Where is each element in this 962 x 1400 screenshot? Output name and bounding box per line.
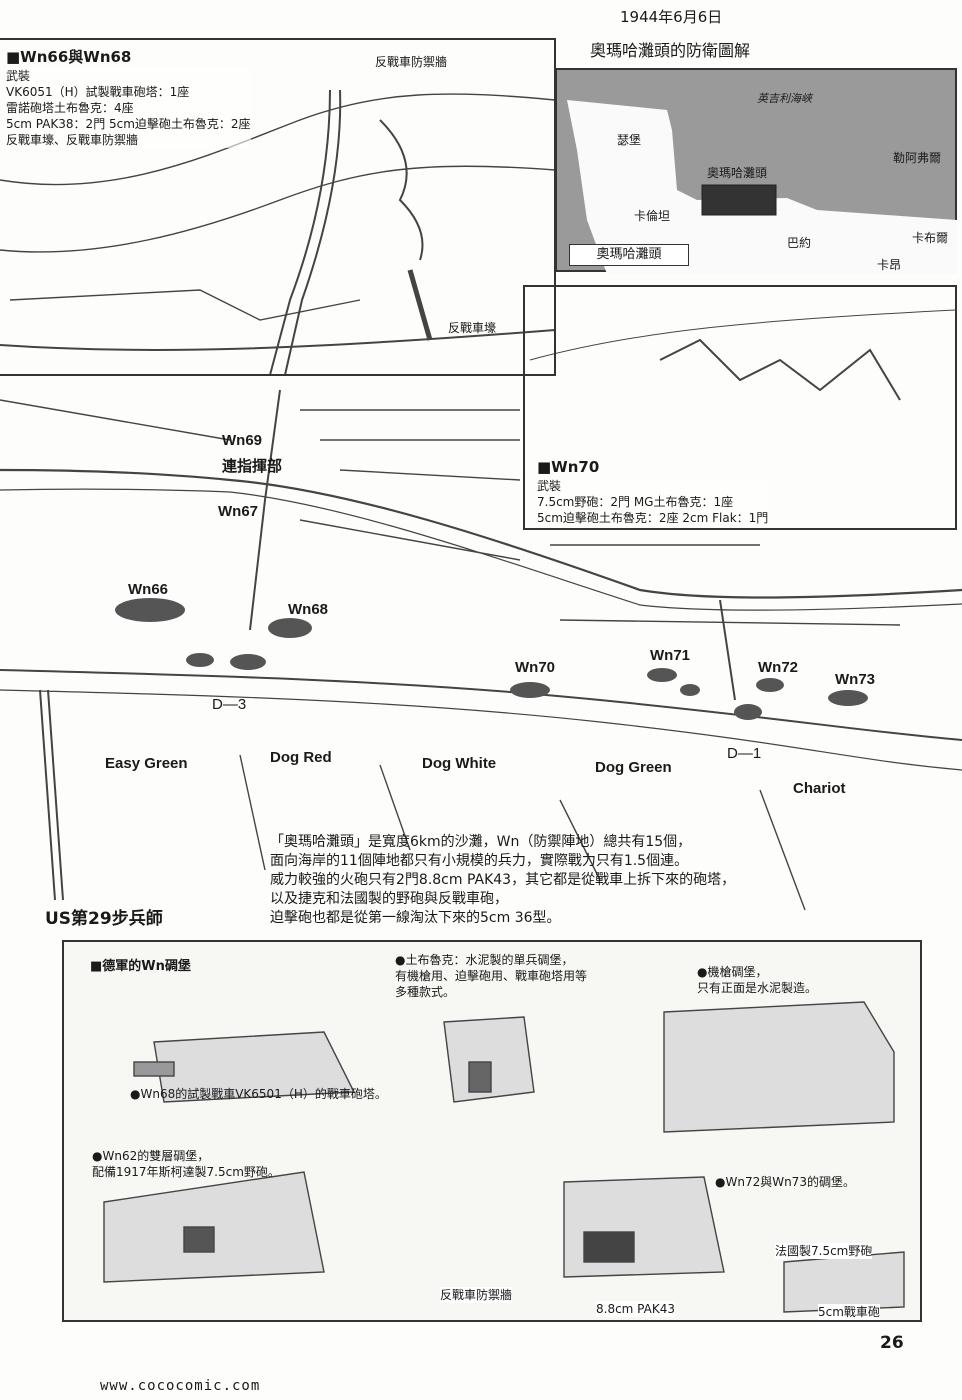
armament-line: 反戰車壕、反戰車防禦牆 (6, 133, 139, 147)
locator-map: 英吉利海峽 瑟堡 勒阿弗爾 奧瑪哈灘頭 卡倫坦 巴約 卡布爾 卡昂 奧瑪哈灘頭 (555, 68, 957, 274)
label-5cm-gun: 5cm戰車砲 (818, 1304, 880, 1320)
place-label: 卡布爾 (912, 231, 949, 245)
label-wn67: Wn67 (218, 503, 259, 520)
footer-watermark: www.cococomic.com (100, 1378, 261, 1394)
beach-chariot: Chariot (793, 780, 846, 797)
caption-line: 多種款式。 (395, 985, 456, 999)
label-wn71: Wn71 (650, 647, 691, 664)
exit-d3: D—3 (212, 696, 247, 713)
armament-line: 5cm PAK38：2門 5cm迫擊砲土布魯克：2座 (6, 117, 251, 131)
caption-tobruk: ●土布魯克：水泥製的單兵碉堡， 有機槍用、迫擊砲用、戰車砲塔用等 多種款式。 (395, 952, 587, 1000)
caption-line: 有機槍用、迫擊砲用、戰車砲塔用等 (395, 969, 588, 983)
description-line: 威力較強的火砲只有2門8.8cm PAK43，其它都是從戰車上拆下來的砲塔， (270, 872, 736, 888)
label-pak43: 8.8cm PAK43 (596, 1301, 676, 1317)
description-line: 面向海岸的11個陣地都只有小規模的兵力，實際戰力只有1.5個連。 (270, 853, 689, 869)
label-antitank-ditch: 反戰車壕 (448, 321, 497, 335)
bunker-sketches (103, 1001, 905, 1313)
description-line: 以及捷克和法國製的野砲與反戰車砲， (270, 891, 508, 907)
caption-wn72-wn73: ●Wn72與Wn73的碉堡。 (715, 1175, 855, 1189)
armament-line: VK6051（H）試製戰車砲塔：1座 (6, 85, 190, 99)
armament-list: 武裝 7.5cm野砲：2門 MG土布魯克：1座 5cm迫擊砲土布魯克：2座 2c… (537, 478, 769, 526)
label-wn73: Wn73 (835, 671, 876, 688)
panel-wn70 (523, 285, 957, 530)
header-title: 奧瑪哈灘頭的防衛圖解 (590, 41, 751, 60)
armament-line: 5cm迫擊砲土布魯克：2座 2cm Flak：1門 (537, 511, 769, 525)
label-wn72: Wn72 (758, 659, 799, 676)
armament-list: 武裝 VK6051（H）試製戰車砲塔：1座 雷諾砲塔土布魯克：4座 5cm PA… (6, 68, 251, 148)
place-label: 瑟堡 (617, 133, 642, 147)
land-shape (567, 100, 957, 274)
page-number: 26 (880, 1333, 904, 1353)
label-wn69: Wn69 (222, 432, 263, 449)
place-label: 勒阿弗爾 (893, 151, 942, 165)
beach-dog-green: Dog Green (595, 759, 672, 776)
strongpoint-markers (115, 598, 868, 720)
caption-line: ●Wn62的雙層碉堡， (92, 1149, 210, 1163)
label-antitank-wall: 反戰車防禦牆 (440, 1287, 513, 1303)
caption-line: 只有正面是水泥製造。 (697, 981, 818, 995)
caption-wn62: ●Wn62的雙層碉堡， 配備1917年斯柯達製7.5cm野砲。 (92, 1148, 280, 1180)
place-label: 卡倫坦 (634, 209, 671, 223)
armament-line: 雷諾砲塔土布魯克：4座 (6, 101, 134, 115)
label-wn66: Wn66 (128, 581, 169, 598)
place-label: 奧瑪哈灘頭 (707, 166, 768, 180)
label-wn70: Wn70 (515, 659, 556, 676)
armament-line: 7.5cm野砲：2門 MG土布魯克：1座 (537, 495, 734, 509)
beach-dog-red: Dog Red (270, 749, 332, 766)
armament-line: 武裝 (6, 69, 31, 83)
caption-mg-bunker: ●機槍碉堡， 只有正面是水泥製造。 (697, 964, 817, 996)
description-line: 「奧瑪哈灘頭」是寬度6km的沙灘，Wn（防禦陣地）總共有15個， (270, 834, 692, 850)
header-date: 1944年6月6日 (620, 8, 723, 26)
place-label: 巴約 (787, 236, 812, 250)
panel-title: ■Wn70 (537, 458, 600, 476)
label-french-gun: 法國製7.5cm野砲 (775, 1243, 873, 1259)
map-legend: 奧瑪哈灘頭 (569, 244, 689, 266)
caption-line: 配備1917年斯柯達製7.5cm野砲。 (92, 1165, 280, 1179)
caption-line: ●機槍碉堡， (697, 965, 768, 979)
beach-easy-green: Easy Green (105, 755, 188, 772)
caption-wn68-turret: ●Wn68的試製戰車VK6501（H）的戰車砲塔。 (130, 1087, 387, 1101)
description-text: 「奧瑪哈灘頭」是寬度6km的沙灘，Wn（防禦陣地）總共有15個， 面向海岸的11… (270, 833, 735, 928)
armament-line: 武裝 (537, 479, 562, 493)
label-wn68: Wn68 (288, 601, 329, 618)
panel-title: ■德軍的Wn碉堡 (90, 959, 191, 974)
description-line: 迫擊砲也都是從第一線淘汰下來的5cm 36型。 (270, 910, 561, 926)
label-us-29th-division: US第29步兵師 (45, 909, 163, 929)
caption-line: ●土布魯克：水泥製的單兵碉堡， (395, 953, 574, 967)
place-label: 卡昂 (877, 258, 902, 272)
sea-label: 英吉利海峽 (757, 92, 812, 105)
label-company-hq: 連指揮部 (222, 457, 283, 475)
exit-d1: D—1 (727, 745, 762, 762)
label-antitank-wall: 反戰車防禦牆 (375, 55, 448, 69)
beach-dog-white: Dog White (422, 755, 497, 772)
panel-title: ■Wn66與Wn68 (6, 48, 132, 66)
